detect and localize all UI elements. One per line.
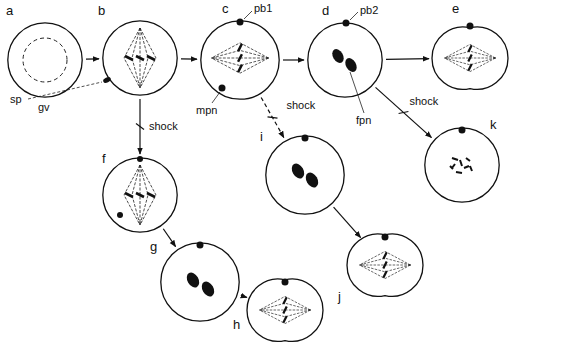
pronucleus (343, 56, 359, 74)
panel-letter: g (150, 240, 157, 253)
cell-membrane (8, 23, 82, 97)
part-label: mpn (196, 104, 217, 117)
chromosomes (450, 158, 472, 173)
cell-outline (265, 135, 345, 215)
male-pronucleus (219, 85, 226, 92)
cell-outline (200, 20, 280, 100)
polar-body (237, 19, 244, 26)
egg-cell: g (160, 242, 240, 322)
arrow-connector (86, 58, 99, 59)
spindle (260, 296, 311, 323)
panel-letter: i (260, 130, 263, 143)
cell-membrane (103, 21, 177, 95)
arrow-connector (334, 207, 361, 237)
spindle (212, 43, 269, 73)
polar-body (467, 23, 474, 30)
polar-body (137, 156, 143, 162)
pronucleus (184, 270, 202, 289)
spindle (445, 44, 496, 71)
leader-line (350, 12, 358, 20)
arrow-connector (241, 295, 247, 297)
cell-outline (7, 22, 83, 98)
spindle (360, 251, 411, 278)
cell-membrane (201, 21, 279, 99)
edge-label: shock (148, 120, 179, 132)
panel-letter: e (452, 2, 459, 15)
part-label: fpn (356, 114, 371, 127)
pronucleus (199, 279, 217, 298)
egg-cell: agv (7, 22, 83, 98)
cell-membrane (266, 136, 344, 214)
egg-cell: k (424, 127, 500, 203)
cell-membrane (103, 158, 177, 232)
edge-label: shock (409, 95, 440, 107)
cell-membrane (432, 27, 508, 89)
arrow-connector (163, 229, 175, 247)
shock-mark (399, 112, 409, 114)
pronucleus (330, 47, 346, 65)
cell-outline (347, 234, 423, 296)
arrow-connector (386, 58, 429, 60)
shock-mark (268, 117, 278, 118)
part-label: gv (38, 101, 50, 114)
panel-letter: d (322, 4, 329, 17)
part-label: pb2 (360, 4, 378, 17)
cell-outline (102, 20, 178, 96)
egg-cell: i (265, 135, 345, 215)
panel-letter: c (222, 2, 229, 15)
pronucleus (289, 161, 307, 180)
cell-outline (424, 127, 500, 203)
edge-label: shock (286, 99, 317, 111)
spindle (124, 28, 156, 88)
egg-cell: b (102, 20, 178, 96)
cell-membrane (247, 279, 323, 341)
panel-letter: h (233, 318, 240, 331)
cleaving-egg: e (432, 27, 508, 89)
panel-letter: b (98, 4, 105, 17)
cell-outline (247, 279, 323, 341)
panel-letter: k (490, 118, 497, 131)
egg-cell: d (307, 22, 383, 98)
cell-outline (432, 27, 508, 89)
germinal-vesicle (23, 38, 67, 82)
arrow-connector (261, 97, 284, 137)
cell-membrane (425, 128, 499, 202)
leader-line (244, 11, 252, 19)
spindle (124, 165, 156, 225)
pronucleus (303, 170, 321, 189)
cell-membrane (161, 243, 239, 321)
cell-membrane (308, 23, 382, 97)
egg-cell: f (102, 157, 178, 233)
panel-letter: j (338, 290, 341, 303)
cell-outline (102, 157, 178, 233)
cell-outline (307, 22, 383, 98)
part-label: sp (10, 93, 22, 106)
part-label: pb1 (254, 2, 272, 15)
arrow-connector (283, 59, 304, 60)
panel-letter: a (6, 4, 13, 17)
male-pronucleus (117, 212, 123, 218)
arrow-connector (181, 58, 197, 60)
egg-cell: c (200, 20, 280, 100)
cleaving-egg: h (247, 279, 323, 341)
shock-mark (136, 124, 144, 130)
cell-outline (160, 242, 240, 322)
cell-membrane (347, 234, 423, 296)
cleaving-egg: j (347, 234, 423, 296)
panel-letter: f (102, 152, 106, 165)
